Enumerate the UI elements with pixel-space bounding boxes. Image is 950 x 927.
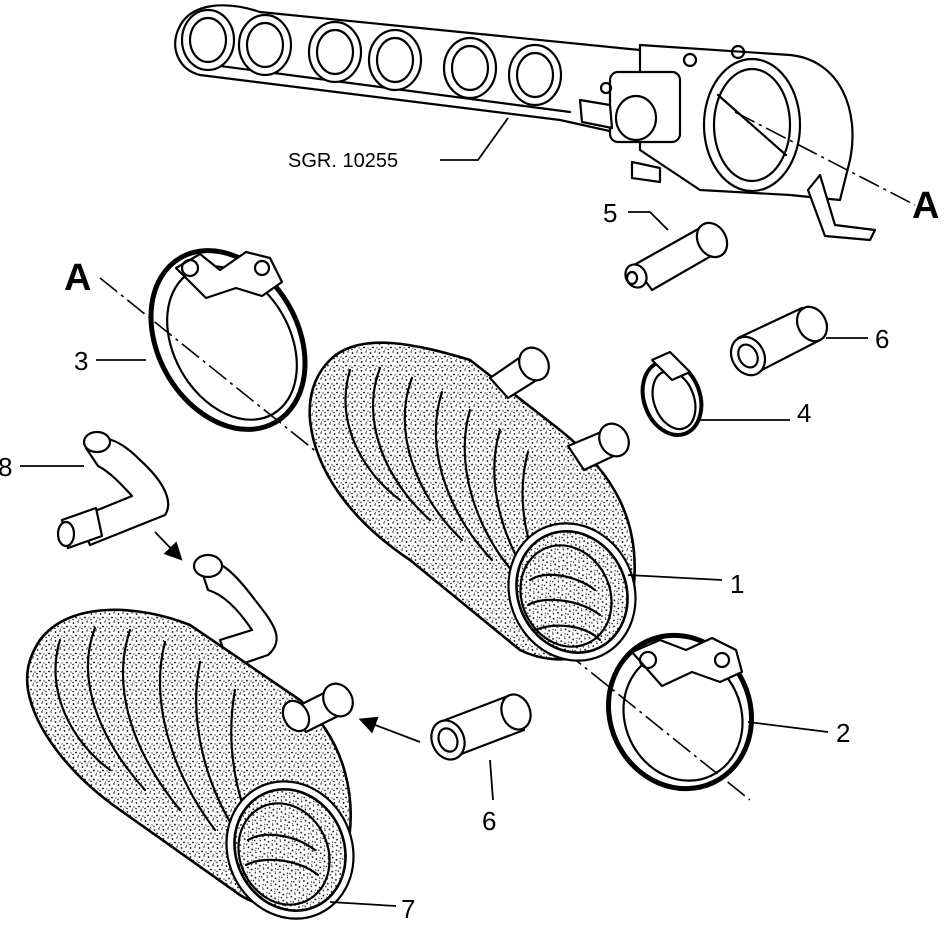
part-label-7: 7 bbox=[401, 894, 415, 924]
part-7-lower-hose bbox=[25, 553, 397, 920]
part-label-2: 2 bbox=[836, 718, 850, 748]
axis-label-left: A bbox=[64, 257, 91, 299]
assembly-arrow-6 bbox=[358, 716, 421, 743]
hose-1-spigot-top bbox=[488, 346, 550, 400]
part-5-pipe bbox=[624, 211, 729, 292]
part-6-upper-sleeve bbox=[729, 305, 868, 377]
axis-label-right: A bbox=[912, 185, 939, 227]
axis-line-main bbox=[99, 277, 751, 801]
part-6-lower-sleeve bbox=[430, 693, 532, 801]
axis-line-upper bbox=[734, 111, 916, 206]
reference-leader bbox=[440, 117, 509, 161]
reference-label: SGR. 10255 bbox=[288, 150, 398, 172]
assembly-arrow-8 bbox=[154, 531, 183, 561]
manifold-runner-ports bbox=[180, 8, 563, 107]
hose-7-spigot bbox=[281, 682, 354, 734]
part-label-8: 8 bbox=[0, 452, 12, 482]
part-2-large-clamp bbox=[606, 632, 829, 792]
part-label-1: 1 bbox=[730, 569, 744, 599]
part-8-elbow-pipe bbox=[20, 430, 170, 550]
intake-manifold: SGR. 10255 bbox=[174, 4, 877, 242]
part-1-main-hose bbox=[308, 341, 723, 662]
part-label-3: 3 bbox=[74, 346, 88, 376]
throttle-body bbox=[578, 43, 877, 242]
part-label-4: 4 bbox=[797, 398, 811, 428]
hose-1-spigot-side bbox=[566, 422, 630, 472]
part-label-6-lower: 6 bbox=[482, 806, 496, 836]
part-label-6-upper: 6 bbox=[875, 324, 889, 354]
part-label-5: 5 bbox=[603, 198, 617, 228]
part-4-small-clamp bbox=[640, 350, 790, 437]
part-3-large-clamp bbox=[96, 248, 308, 432]
